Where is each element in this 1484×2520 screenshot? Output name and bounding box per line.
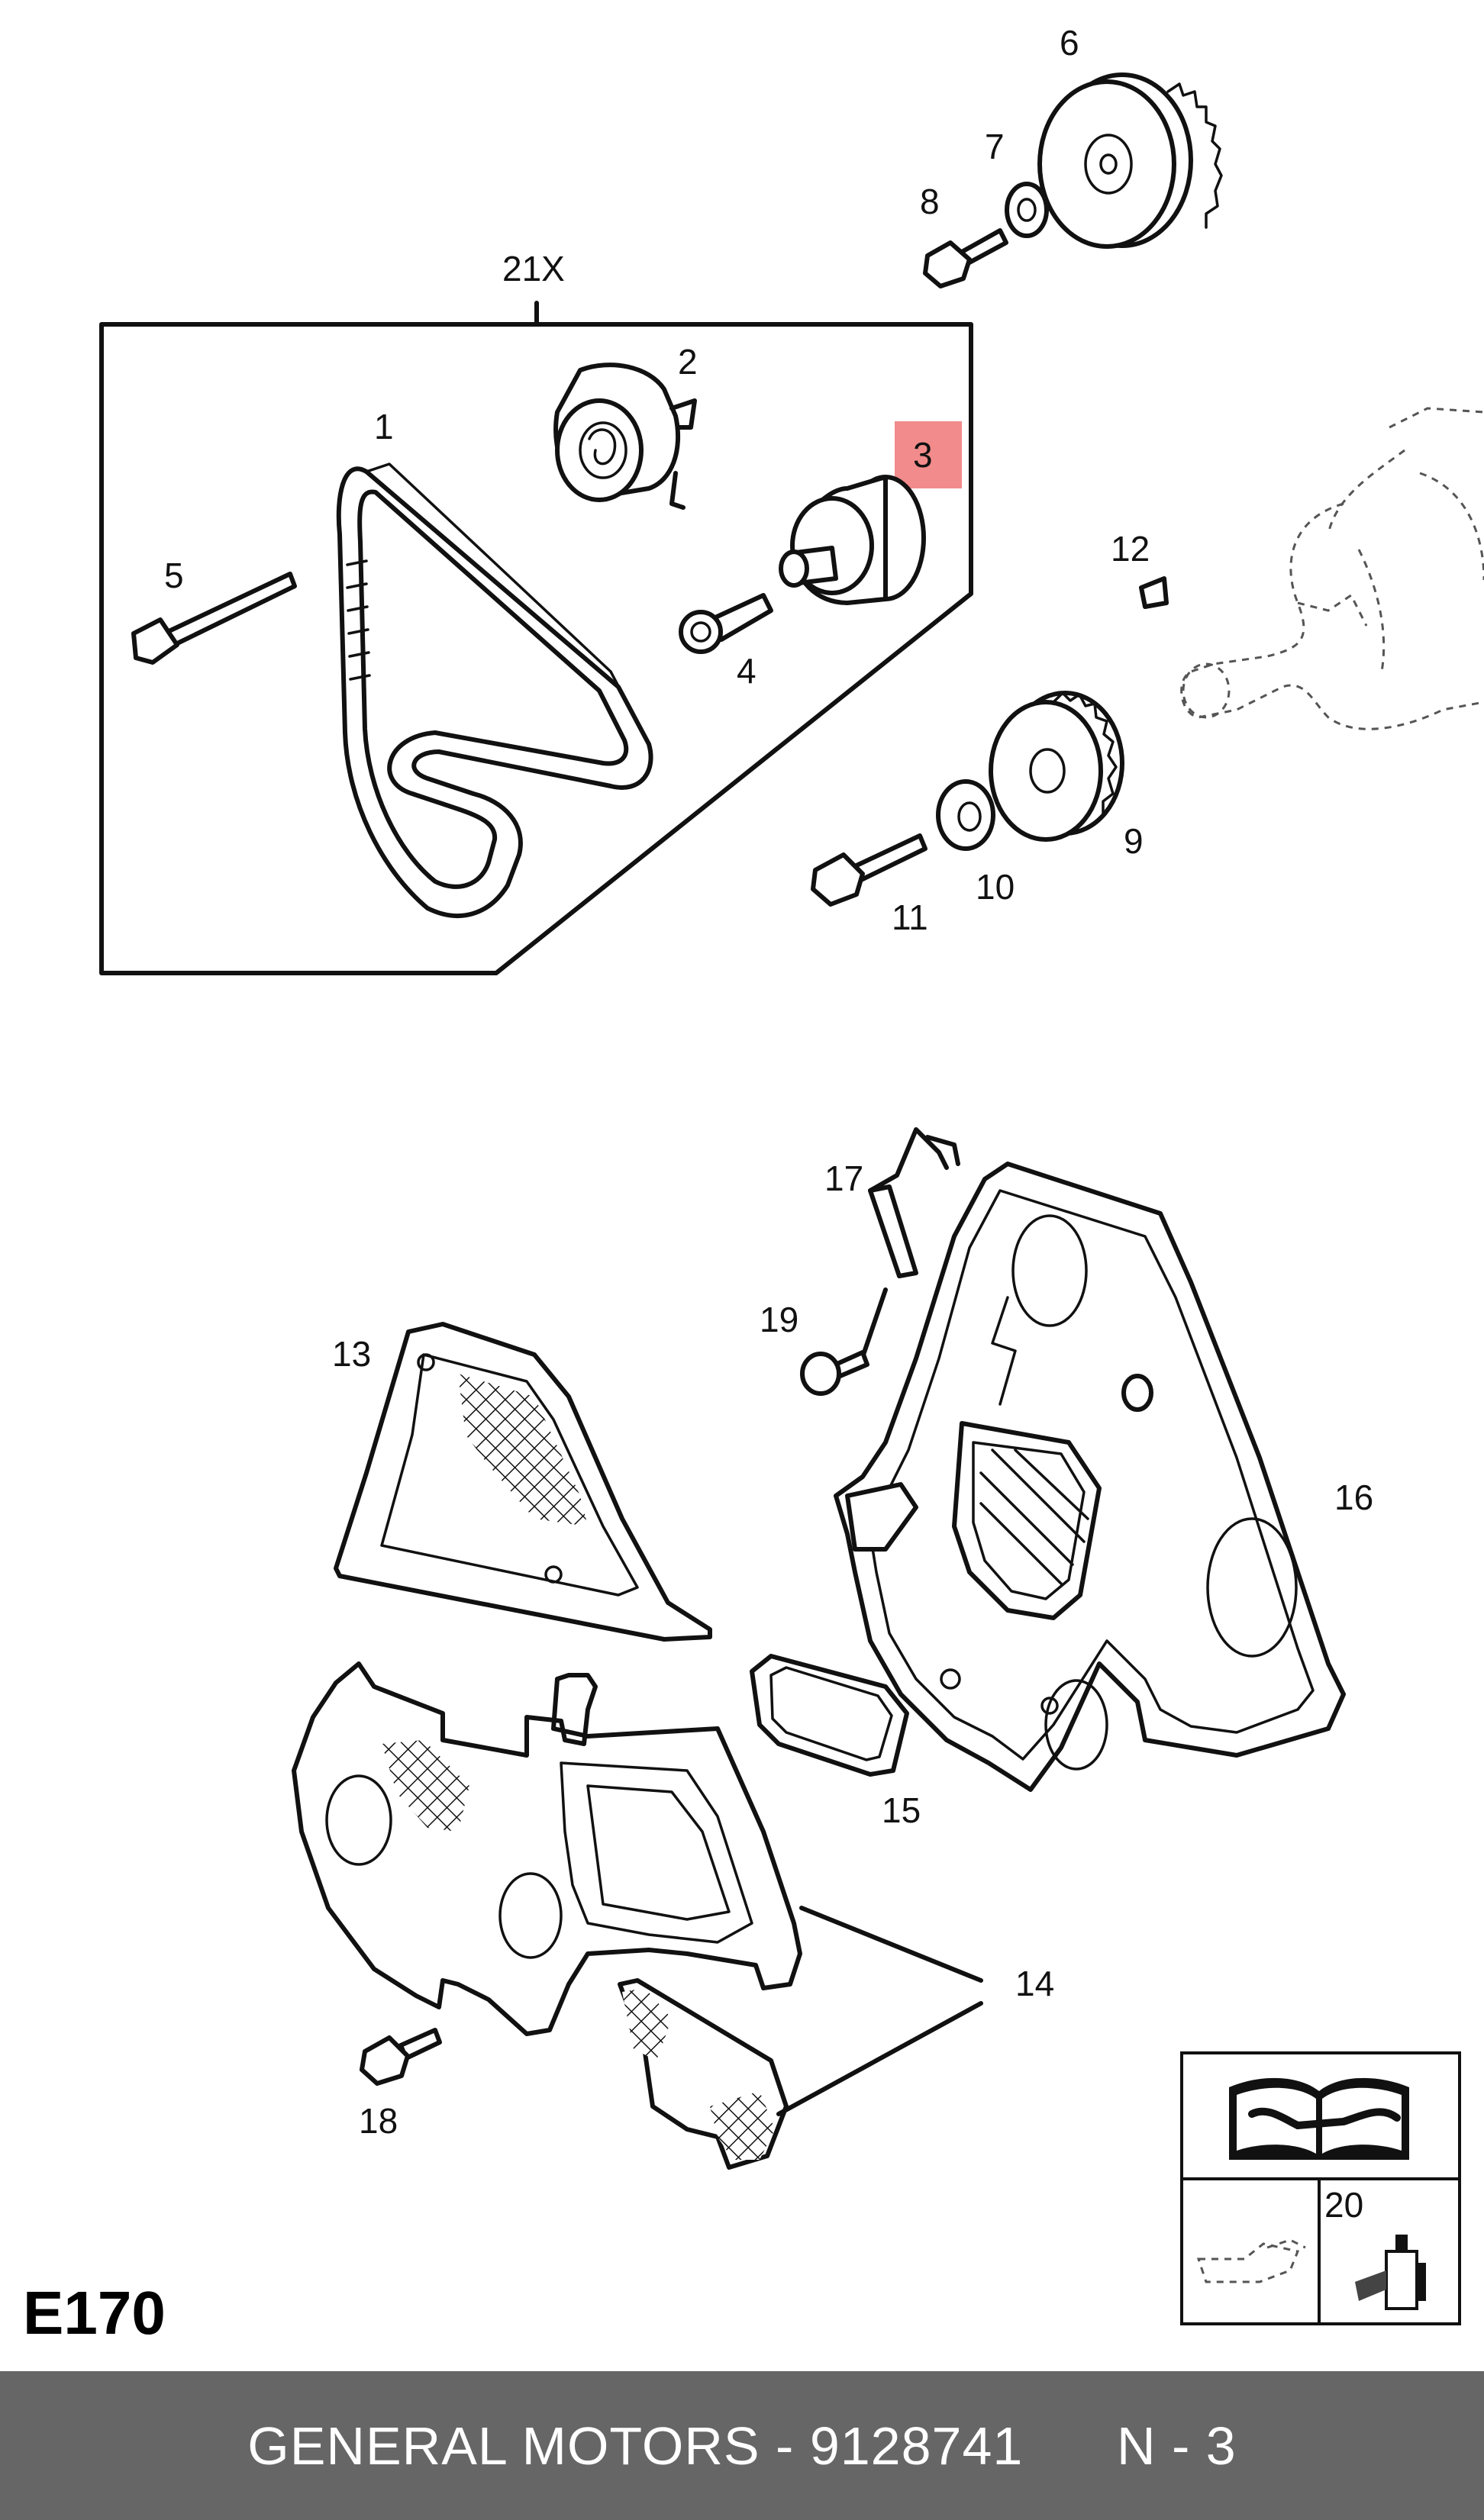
- part-11-bolt: 11: [811, 833, 928, 937]
- callout-8: 8: [920, 182, 940, 221]
- highlight-box: [895, 421, 962, 488]
- callout-11: 11: [892, 897, 928, 937]
- callout-7: 7: [985, 127, 1005, 166]
- callout-20: 20: [1324, 2185, 1363, 2225]
- callout-17: 17: [824, 1158, 863, 1198]
- symbol-legend: 20: [1180, 2051, 1461, 2325]
- callout-14: 14: [1015, 1964, 1054, 2003]
- callout-18: 18: [359, 2101, 398, 2141]
- callout-9: 9: [1124, 821, 1144, 861]
- part-2-tensioner-pulley: 2: [553, 342, 698, 510]
- kit-frame-21x: 21X: [99, 249, 973, 975]
- callout-1: 1: [374, 407, 394, 446]
- part-1-timing-belt: 1: [336, 407, 653, 918]
- part-17-harness: 17: [824, 1127, 960, 1359]
- part-14-lower-cover: 14: [292, 1661, 1054, 2170]
- sealant-tube-icon: [1355, 2235, 1426, 2310]
- callout-12: 12: [1111, 529, 1150, 569]
- part-6-cam-sprocket: 6: [1037, 23, 1223, 249]
- repair-manual-icon: [1229, 2077, 1409, 2160]
- crankshaft-outline: [1180, 407, 1484, 730]
- diagram-canvas: 21X 1 2 3 4 5: [99, 23, 1484, 2325]
- callout-16: 16: [1334, 1478, 1373, 1517]
- part-9-crank-sprocket: 9: [989, 691, 1144, 861]
- part-8-bolt: 8: [920, 182, 1008, 288]
- callout-6: 6: [1060, 23, 1079, 63]
- part-12-woodruff-key: 12: [1111, 529, 1169, 609]
- part-10-washer: 10: [936, 779, 1015, 907]
- part-4-socket-bolt: 4: [679, 593, 773, 691]
- callout-3: 3: [913, 435, 933, 475]
- callout-15: 15: [882, 1790, 921, 1830]
- callout-5: 5: [164, 556, 184, 595]
- footer-bar: GENERAL MOTORS - 9128741 N - 3: [0, 2371, 1484, 2520]
- footer-text: GENERAL MOTORS - 9128741 N - 3: [247, 2415, 1237, 2476]
- callout-4: 4: [737, 651, 757, 691]
- part-7-washer: 7: [985, 127, 1049, 238]
- diagram-code: E170: [23, 2279, 166, 2347]
- callout-19: 19: [760, 1300, 798, 1339]
- part-16-rear-cover: 16: [834, 1162, 1373, 1792]
- callout-13: 13: [332, 1334, 371, 1374]
- callout-2: 2: [678, 342, 698, 382]
- part-5-long-bolt: 5: [131, 556, 297, 665]
- callout-10: 10: [976, 867, 1015, 907]
- part-3-idler-pulley: 3: [779, 421, 962, 605]
- part-19-screw: 19: [760, 1300, 869, 1396]
- callout-21x: 21X: [502, 249, 565, 288]
- part-15-gasket: 15: [750, 1654, 921, 1830]
- part-13-upper-cover: 13: [332, 1322, 712, 1642]
- part-18-bolt: 18: [359, 2028, 442, 2141]
